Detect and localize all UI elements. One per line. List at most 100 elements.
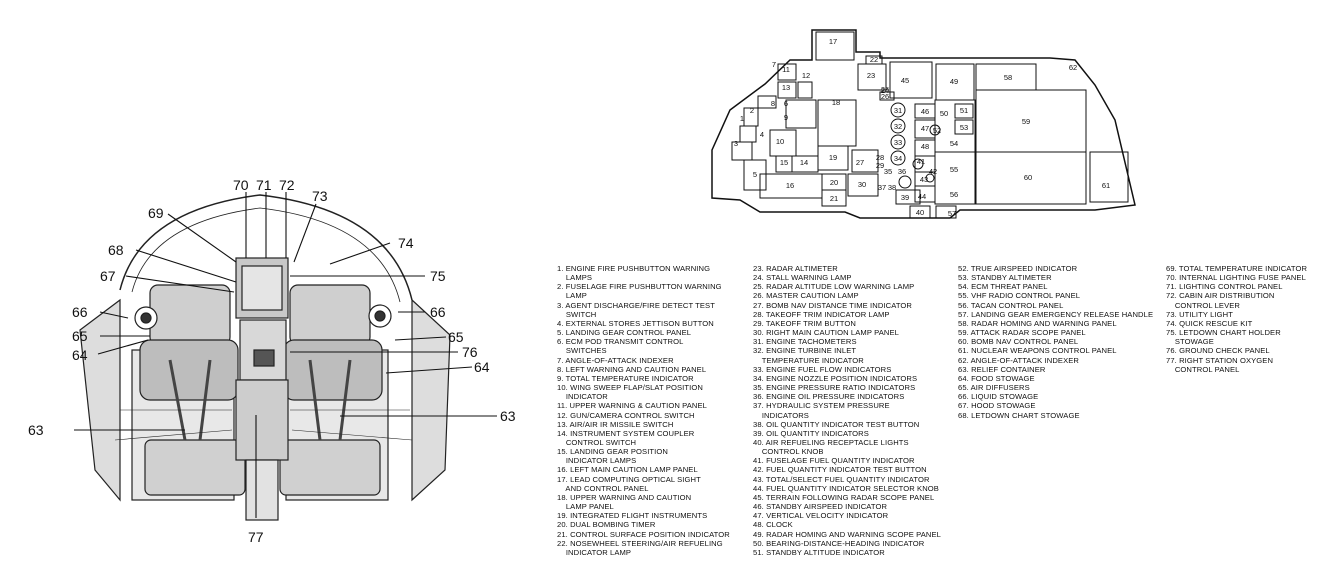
legend-line: 13. AIR/AIR IR MISSILE SWITCH <box>557 419 674 429</box>
legend-line: 68. LETDOWN CHART STOWAGE <box>958 410 1080 420</box>
panel-6: 6 <box>784 99 788 108</box>
legend-line: 71. LIGHTING CONTROL PANEL <box>1166 282 1283 292</box>
panel-19: 19 <box>829 153 837 162</box>
panel-32: 32 <box>894 122 902 131</box>
legend-line: 54. ECM THREAT PANEL <box>958 282 1048 292</box>
panel-16: 16 <box>786 181 794 190</box>
callout-69: 69 <box>148 205 164 221</box>
callout-66-right: 66 <box>430 304 446 320</box>
legend-line: 59. ATTACK RADAR SCOPE PANEL <box>958 328 1086 338</box>
legend-line: 40. AIR REFUELING RECEPTACLE LIGHTS <box>753 437 909 447</box>
legend-line: 33. ENGINE FUEL FLOW INDICATORS <box>753 364 892 374</box>
legend-line: LAMPS <box>557 273 593 283</box>
legend-line: 61. NUCLEAR WEAPONS CONTROL PANEL <box>958 346 1117 356</box>
legend-line: 60. BOMB NAV CONTROL PANEL <box>958 337 1079 347</box>
panel-28: 28 <box>876 153 884 162</box>
legend-line: 24. STALL WARNING LAMP <box>753 273 852 283</box>
legend-line: 28. TAKEOFF TRIM INDICATOR LAMP <box>753 309 890 319</box>
panel-5: 5 <box>753 170 757 179</box>
legend-line: 50. BEARING-DISTANCE-HEADING INDICATOR <box>753 538 925 548</box>
legend-line: 7. ANGLE-OF-ATTACK INDEXER <box>557 355 674 365</box>
legend-line: 63. RELIEF CONTAINER <box>958 364 1046 374</box>
legend-line: 16. LEFT MAIN CAUTION LAMP PANEL <box>557 465 698 475</box>
legend-line: 5. LANDING GEAR CONTROL PANEL <box>557 328 692 338</box>
panel-26: 26 <box>881 92 889 101</box>
legend-line: 23. RADAR ALTIMETER <box>753 264 838 273</box>
panel-35: 35 <box>884 167 892 176</box>
legend-line: 17. LEAD COMPUTING OPTICAL SIGHT <box>557 474 701 484</box>
callout-71: 71 <box>256 177 272 193</box>
callout-63-right: 63 <box>500 408 516 424</box>
legend-line: CONTROL KNOB <box>753 447 824 457</box>
panel-56: 56 <box>950 190 958 199</box>
legend-line: 53. STANDBY ALTIMETER <box>958 273 1052 283</box>
panel-13: 13 <box>782 83 790 92</box>
legend-line: SWITCH <box>557 309 597 319</box>
panel-53: 53 <box>960 123 968 132</box>
callout-66-left: 66 <box>72 304 88 320</box>
legend-line: 46. STANDBY AIRSPEED INDICATOR <box>753 502 888 512</box>
panel-18: 18 <box>832 98 840 107</box>
panel-43: 43 <box>920 175 928 184</box>
legend-line: 36. ENGINE OIL PRESSURE INDICATORS <box>753 392 905 402</box>
panel-21: 21 <box>830 194 838 203</box>
callout-75: 75 <box>430 268 446 284</box>
panel-17: 17 <box>829 37 837 46</box>
legend-line: 51. STANDBY ALTITUDE INDICATOR <box>753 547 885 557</box>
panel-36: 36 <box>898 167 906 176</box>
legend-line: INDICATOR LAMP <box>557 547 632 557</box>
legend-line: 14. INSTRUMENT SYSTEM COUPLER <box>557 428 695 438</box>
legend-line: 22. NOSEWHEEL STEERING/AIR REFUELING <box>557 538 723 548</box>
legend-line: 2. FUSELAGE FIRE PUSHBUTTON WARNING <box>557 282 722 292</box>
callout-72: 72 <box>279 177 295 193</box>
legend-line: 56. TACAN CONTROL PANEL <box>958 300 1064 310</box>
panel-51: 51 <box>960 106 968 115</box>
legend-line: 43. TOTAL/SELECT FUEL QUANTITY INDICATOR <box>753 474 930 484</box>
legend-line: STOWAGE <box>1166 337 1214 347</box>
legend-line: CONTROL LEVER <box>1166 300 1240 310</box>
legend-line: CONTROL PANEL <box>1166 364 1240 374</box>
legend-line: INDICATORS <box>753 410 809 420</box>
callout-65-left: 65 <box>72 328 88 344</box>
legend-line: 62. ANGLE-OF-ATTACK INDEXER <box>958 355 1079 365</box>
callout-68: 68 <box>108 242 124 258</box>
legend-line: 76. GROUND CHECK PANEL <box>1166 346 1270 356</box>
callout-65-right: 65 <box>448 329 464 345</box>
panel-9: 9 <box>784 113 788 122</box>
legend-line: TEMPERATURE INDICATOR <box>753 355 864 365</box>
panel-40: 40 <box>916 208 924 217</box>
legend-line: 52. TRUE AIRSPEED INDICATOR <box>958 264 1078 273</box>
cockpit-callout-labels: 63 63 64 64 65 65 66 66 67 68 69 70 71 7… <box>28 177 516 545</box>
panel-52: 52 <box>933 126 941 135</box>
panel-30: 30 <box>858 180 866 189</box>
panel-8: 8 <box>771 99 775 108</box>
panel-59: 59 <box>1022 117 1030 126</box>
panel-33: 33 <box>894 138 902 147</box>
panel-12: 12 <box>802 71 810 80</box>
panel-7: 7 <box>772 60 776 69</box>
panel-58: 58 <box>1004 73 1012 82</box>
panel-27: 27 <box>856 158 864 167</box>
callout-63-left: 63 <box>28 422 44 438</box>
legend-line: 31. ENGINE TACHOMETERS <box>753 337 857 347</box>
legend-line: 66. LIQUID STOWAGE <box>958 392 1039 402</box>
panel-31: 31 <box>894 106 902 115</box>
panel-61: 61 <box>1102 181 1110 190</box>
panel-10: 10 <box>776 137 784 146</box>
panel-22: 22 <box>870 55 878 64</box>
panel-45: 45 <box>901 76 909 85</box>
legend-line: 19. INTEGRATED FLIGHT INSTRUMENTS <box>557 511 708 521</box>
legend-line: 29. TAKEOFF TRIM BUTTON <box>753 318 857 328</box>
legend-line: 18. UPPER WARNING AND CAUTION <box>557 492 692 502</box>
panel-39: 39 <box>901 193 909 202</box>
callout-77: 77 <box>248 529 264 545</box>
legend-line: 38. OIL QUANTITY INDICATOR TEST BUTTON <box>753 419 920 429</box>
panel-15: 15 <box>780 158 788 167</box>
legend-line: 6. ECM POD TRANSMIT CONTROL <box>557 337 684 347</box>
panel-47: 47 <box>921 124 929 133</box>
legend-line: 72. CABIN AIR DISTRIBUTION <box>1166 291 1275 301</box>
legend-line: 8. LEFT WARNING AND CAUTION PANEL <box>557 364 707 374</box>
legend-line: 77. RIGHT STATION OXYGEN <box>1166 355 1274 365</box>
